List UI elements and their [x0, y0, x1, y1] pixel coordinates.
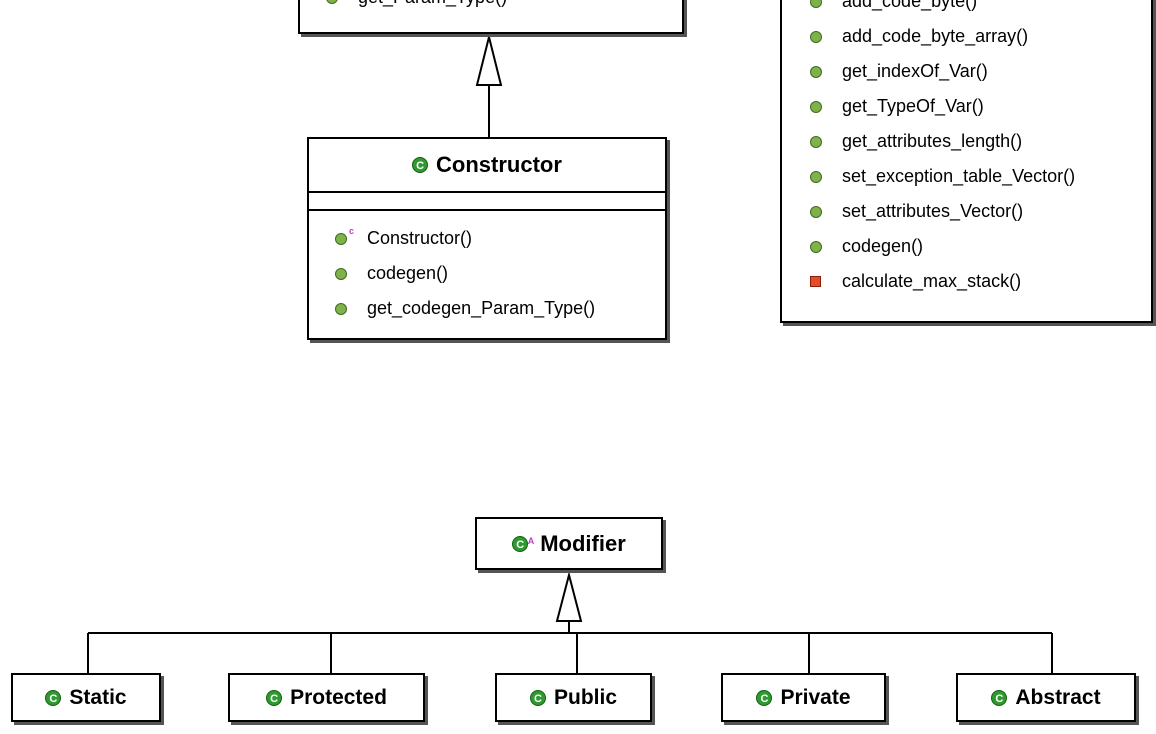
class-icon: C	[991, 689, 1008, 706]
parent-class-box: get_Param_Type()	[298, 0, 684, 34]
private-method-icon	[810, 276, 821, 287]
class-icon: C	[756, 689, 773, 706]
protected-class-box: C Protected	[228, 673, 425, 722]
public-method-icon	[810, 205, 822, 218]
class-name: Static	[69, 685, 127, 709]
method-label: codegen()	[367, 263, 449, 283]
method-label: set_exception_table_Vector()	[842, 166, 1076, 186]
public-method-icon	[810, 0, 822, 8]
method-row: get_attributes_length()	[782, 124, 1151, 159]
private-class-box: C Private	[721, 673, 886, 722]
method-label: get_attributes_length()	[842, 131, 1023, 151]
public-method-icon	[335, 302, 347, 315]
public-method-icon	[810, 135, 822, 148]
attributes-section	[309, 193, 665, 209]
method-row: set_exception_table_Vector()	[782, 159, 1151, 194]
method-row: add_code_byte_array()	[782, 19, 1151, 54]
method-label: add_code_byte()	[842, 0, 978, 11]
class-name: Protected	[290, 685, 387, 709]
method-row: c Constructor()	[309, 221, 665, 256]
public-method-icon	[810, 65, 822, 78]
method-label: get_codegen_Param_Type()	[367, 298, 596, 318]
method-row: set_attributes_Vector()	[782, 194, 1151, 229]
constructor-icon: c	[335, 226, 354, 245]
class-name: Private	[780, 685, 851, 709]
static-class-box: C Static	[11, 673, 161, 722]
method-label: set_attributes_Vector()	[842, 201, 1024, 221]
public-method-icon	[810, 170, 822, 183]
attribute-divider	[309, 191, 665, 193]
method-row: get_indexOf_Var()	[782, 54, 1151, 89]
class-name: Modifier	[540, 530, 626, 556]
codegen-class-box: add_code_byte() add_code_byte_array() ge…	[780, 0, 1153, 323]
class-name: Public	[553, 685, 617, 709]
method-row: get_TypeOf_Var()	[782, 89, 1151, 124]
method-row-partial: add_code_byte()	[782, 0, 1151, 19]
public-method-icon	[810, 30, 822, 43]
constructor-class-header: C Constructor	[309, 139, 665, 191]
constructor-class-box: C Constructor c Constructor() codegen() …	[307, 137, 667, 340]
method-label: add_code_byte_array()	[842, 26, 1029, 46]
method-label: Constructor()	[367, 228, 473, 248]
method-label: codegen()	[842, 236, 924, 256]
method-row: calculate_max_stack()	[782, 264, 1151, 299]
method-divider	[309, 209, 665, 211]
method-label: get_TypeOf_Var()	[842, 96, 984, 116]
class-icon: C	[529, 689, 546, 706]
public-method-icon	[335, 267, 347, 280]
public-method-icon	[810, 240, 822, 253]
parent-member-label: get_Param_Type()	[358, 0, 507, 8]
public-method-icon	[810, 100, 822, 113]
method-row: get_codegen_Param_Type()	[309, 291, 665, 326]
class-name: Constructor	[436, 152, 562, 177]
public-class-box: C Public	[495, 673, 652, 722]
method-row: codegen()	[782, 229, 1151, 264]
class-icon: C	[412, 157, 429, 173]
parent-class-member: get_Param_Type()	[300, 0, 682, 15]
class-name: Abstract	[1015, 685, 1101, 709]
abstract-class-box-sub: C Abstract	[956, 673, 1136, 722]
constructor-methods: c Constructor() codegen() get_codegen_Pa…	[309, 211, 665, 326]
method-label: calculate_max_stack()	[842, 271, 1022, 291]
method-row: codegen()	[309, 256, 665, 291]
class-icon: C	[45, 689, 62, 706]
class-icon: C	[266, 689, 283, 706]
method-label: get_indexOf_Var()	[842, 61, 988, 81]
public-method-icon	[326, 0, 338, 4]
